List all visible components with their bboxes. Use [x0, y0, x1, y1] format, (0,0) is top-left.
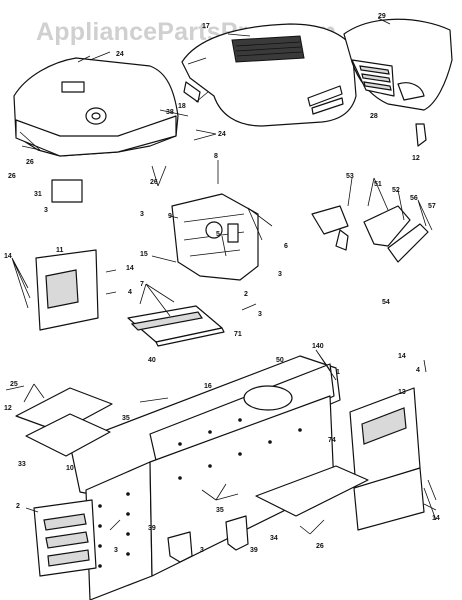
callout-1: 1 — [336, 369, 340, 376]
callout-26b: 26 — [26, 159, 34, 166]
callout-6: 6 — [284, 243, 288, 250]
callout-18: 18 — [178, 103, 186, 110]
right-side-panel-part — [349, 387, 425, 531]
mount-bracket-part — [51, 179, 83, 203]
left-footrest-part — [15, 387, 113, 457]
callout-140: 140 — [312, 343, 324, 350]
callout-14d: 14 — [432, 515, 440, 522]
callout-3b: 3 — [140, 211, 144, 218]
callout-50: 50 — [276, 357, 284, 364]
callout-4b: 4 — [416, 367, 420, 374]
callout-16: 16 — [204, 383, 212, 390]
callout-26a: 26 — [8, 173, 16, 180]
callout-11: 11 — [56, 247, 64, 254]
callout-4a: 4 — [128, 289, 132, 296]
callout-40: 40 — [148, 357, 156, 364]
callout-leaders — [5, 17, 437, 535]
callout-33: 33 — [18, 461, 26, 468]
callout-14b: 14 — [126, 265, 134, 272]
front-plate-part — [33, 499, 97, 577]
callout-56: 56 — [410, 195, 418, 202]
left-side-panel-part — [35, 249, 99, 331]
callout-3a: 3 — [44, 207, 48, 214]
callout-9: 9 — [168, 213, 172, 220]
bracket-part — [415, 123, 427, 147]
callout-25: 25 — [10, 381, 18, 388]
pedal-linkage-part — [311, 205, 429, 263]
callout-3d: 3 — [258, 311, 262, 318]
callout-12b: 12 — [4, 405, 12, 412]
callout-28: 28 — [370, 113, 378, 120]
callout-10: 10 — [66, 465, 74, 472]
lower-bracket-parts — [167, 515, 249, 563]
dash-panel-part — [13, 57, 179, 157]
dash-tower-part — [171, 193, 259, 281]
callout-35b: 35 — [216, 507, 224, 514]
callout-15: 15 — [140, 251, 148, 258]
callout-3c: 3 — [278, 271, 282, 278]
callout-3e: 3 — [114, 547, 118, 554]
callout-35a: 35 — [122, 415, 130, 422]
callout-8: 8 — [214, 153, 218, 160]
callout-38: 38 — [166, 109, 174, 116]
right-footrest-part — [255, 465, 369, 517]
callout-labels: 17 29 24 38 18 28 24 12 26 26 26 8 9 31 … — [4, 13, 440, 554]
callout-24b: 24 — [218, 131, 226, 138]
main-frame-part — [69, 355, 341, 600]
callout-39a: 39 — [148, 525, 156, 532]
callout-29: 29 — [378, 13, 386, 20]
callout-74: 74 — [328, 437, 336, 444]
callout-52: 52 — [392, 187, 400, 194]
callout-57: 57 — [428, 203, 436, 210]
callout-12: 12 — [412, 155, 420, 162]
callout-71: 71 — [234, 331, 242, 338]
callout-7: 7 — [140, 281, 144, 288]
grille-part — [343, 18, 453, 111]
callout-3f: 3 — [200, 547, 204, 554]
callout-5: 5 — [216, 231, 220, 238]
callout-53: 53 — [346, 173, 354, 180]
callout-24: 24 — [116, 51, 124, 58]
callout-51: 51 — [374, 181, 382, 188]
callout-31: 31 — [34, 191, 42, 198]
callout-14c: 14 — [398, 353, 406, 360]
callout-13: 13 — [398, 389, 406, 396]
callout-2a: 2 — [244, 291, 248, 298]
callout-39b: 39 — [250, 547, 258, 554]
seat-plate-part — [127, 305, 225, 347]
callout-17: 17 — [202, 23, 210, 30]
callout-34: 34 — [270, 535, 278, 542]
callout-14a: 14 — [4, 253, 12, 260]
callout-54: 54 — [382, 299, 390, 306]
callout-26d: 26 — [316, 543, 324, 550]
callout-26c: 26 — [150, 179, 158, 186]
callout-2b: 2 — [16, 503, 20, 510]
